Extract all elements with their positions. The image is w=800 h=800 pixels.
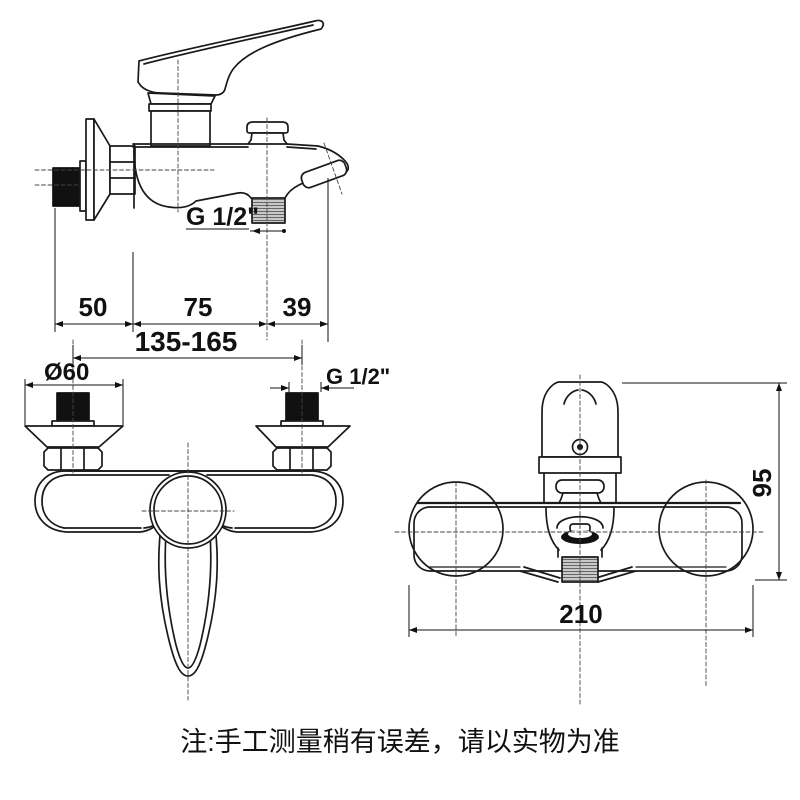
dim-label-range: 135-165 — [135, 326, 238, 357]
spout-thread — [251, 197, 286, 224]
front-view-dimensions — [24, 345, 354, 425]
thread-label-front: G 1/2" — [326, 364, 390, 389]
handle-lever-top-edge — [143, 24, 314, 65]
housing-dome — [556, 516, 604, 529]
front-view-centerlines — [72, 339, 303, 701]
body-column-side — [150, 110, 211, 147]
dim-label-75: 75 — [184, 292, 213, 322]
flange-cone-side — [93, 118, 111, 221]
diverter-knob-cap-side — [246, 121, 289, 134]
flange-face-side — [85, 118, 95, 221]
spout-aerator — [300, 159, 348, 189]
note-text: 注:手工测量稍有误差，请以实物为准 — [180, 727, 620, 757]
dim-label-height: 95 — [747, 469, 777, 498]
flange-left — [24, 425, 124, 448]
flange-right — [255, 425, 351, 448]
bar-inner-end-arcs — [41, 474, 337, 529]
body-column-top — [543, 472, 617, 504]
barrel-top-lines — [132, 143, 319, 150]
dim-label-50: 50 — [79, 292, 108, 322]
diameter-label: Ø60 — [44, 359, 89, 386]
top-view-centerlines — [394, 374, 766, 706]
dim-label-width: 210 — [559, 599, 602, 629]
handle-dome — [541, 381, 619, 458]
bar-inner-bottom-lines — [63, 516, 315, 529]
top-view — [394, 374, 766, 706]
front-view — [24, 339, 351, 701]
body-bar-and-handle — [34, 470, 344, 677]
barrel-belly — [133, 149, 252, 209]
spout-underside-right — [284, 182, 304, 199]
side-view-centerlines — [34, 59, 343, 341]
housing-bell-sides — [545, 507, 615, 558]
washer-side — [79, 160, 87, 212]
cartridge-ring — [148, 103, 212, 112]
range-dimension — [72, 345, 303, 365]
dome-arc-detail — [563, 389, 597, 405]
wall-pipe-side — [52, 167, 83, 207]
width-dimension — [408, 585, 754, 637]
extension-lines — [54, 178, 329, 342]
top-view-dimensions — [408, 382, 787, 637]
dimension-arrows-front — [25, 355, 329, 391]
hex-nut-right-facets — [289, 447, 314, 471]
handle-lever — [137, 19, 325, 96]
height-dimension — [622, 382, 787, 581]
hex-nut-left-facets — [60, 447, 85, 471]
hex-nut-facets-side — [109, 161, 136, 179]
diameter-dimension — [24, 379, 124, 425]
dim-label-39: 39 — [283, 292, 312, 322]
skirt-lines — [519, 566, 637, 583]
thread-label-side: G 1/2" — [186, 203, 259, 231]
thread-dimension-front — [270, 382, 354, 392]
side-view-dimensions — [54, 178, 329, 342]
leader-dot — [282, 229, 286, 233]
bar-top-lines — [65, 470, 312, 476]
diverter-knob-stem-side — [247, 132, 288, 145]
side-view — [34, 19, 350, 341]
